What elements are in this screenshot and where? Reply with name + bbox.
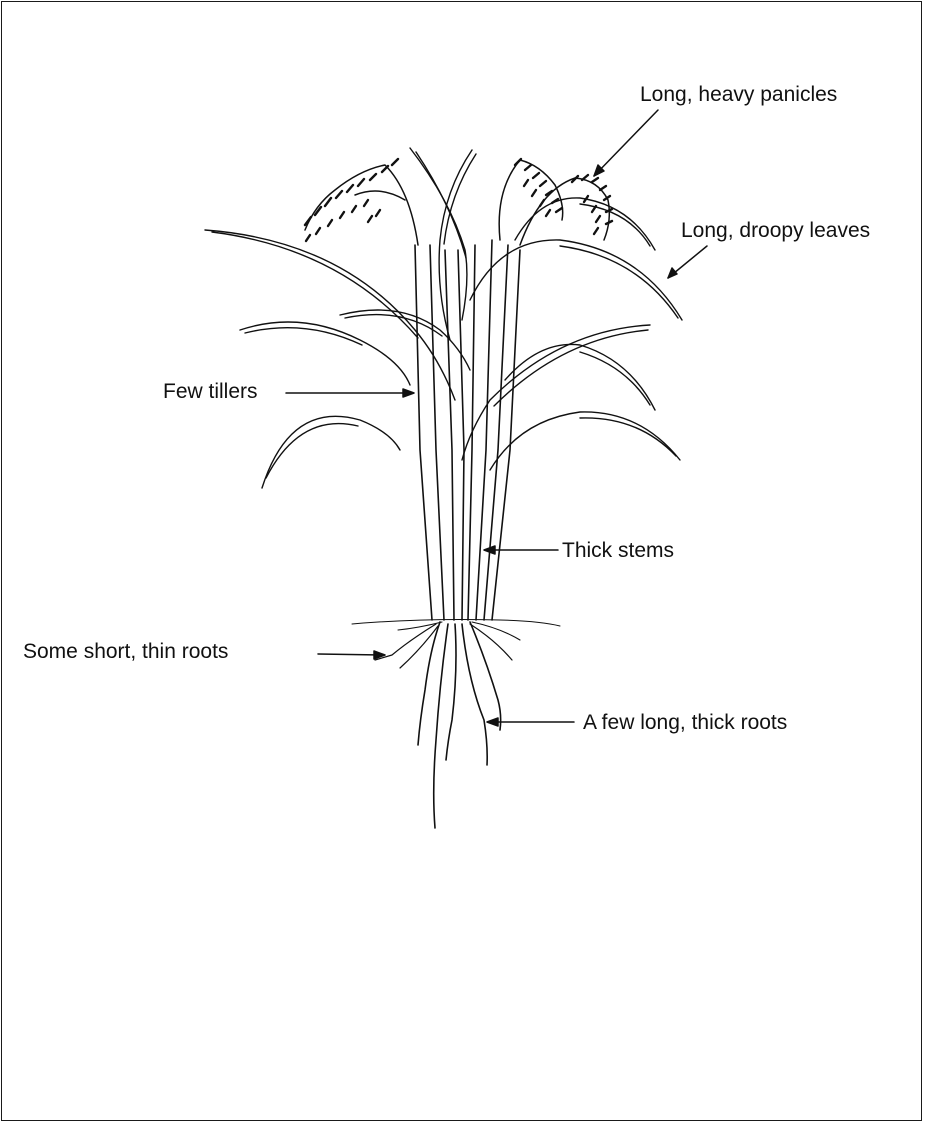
roots	[352, 620, 560, 829]
label-stems: Thick stems	[562, 540, 674, 561]
stems	[415, 240, 520, 620]
label-thin-roots: Some short, thin roots	[23, 641, 228, 662]
label-leaves: Long, droopy leaves	[681, 220, 870, 241]
label-tillers: Few tillers	[163, 381, 258, 402]
label-thick-roots: A few long, thick roots	[583, 712, 787, 733]
leaves	[205, 148, 682, 488]
label-panicles: Long, heavy panicles	[640, 84, 837, 105]
